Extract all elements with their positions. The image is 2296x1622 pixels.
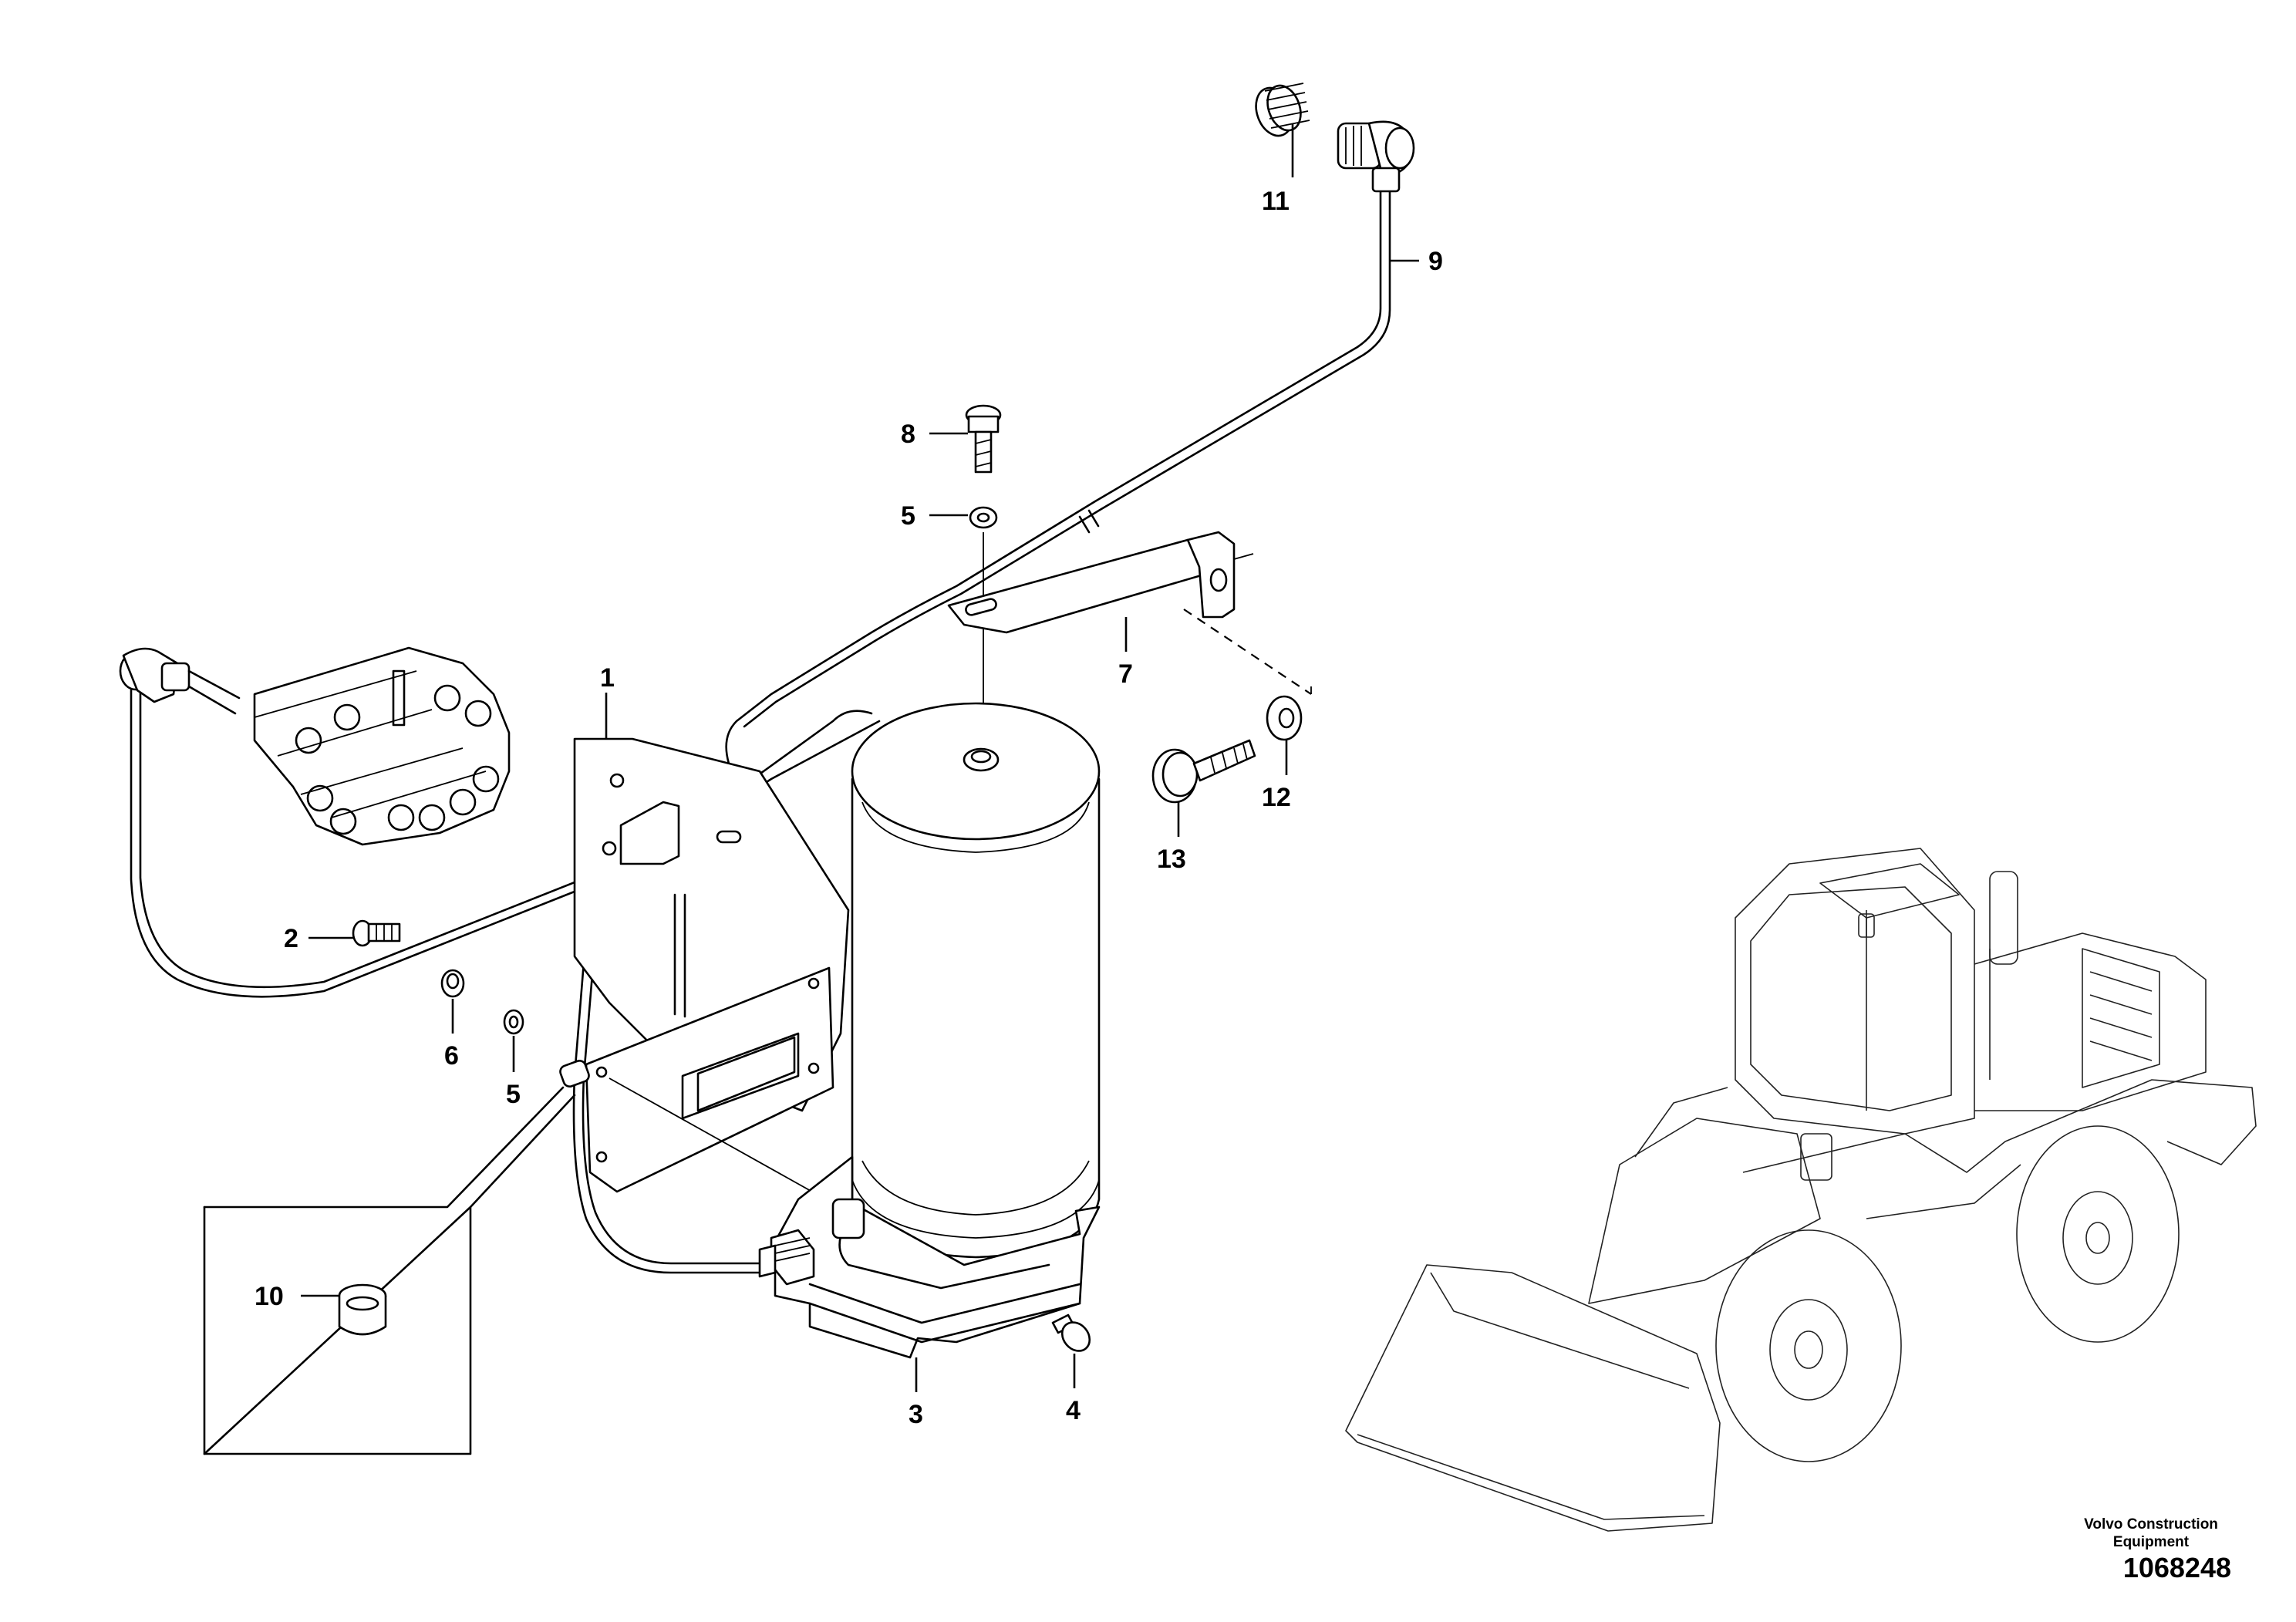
callout-10: 10: [255, 1282, 284, 1311]
washer-top: [969, 506, 998, 529]
callout-9: 9: [1428, 247, 1443, 276]
callout-5-top: 5: [901, 501, 915, 531]
callout-labels: 1 2 3 4 5 5 6 7 8 9 10 11 12 13: [255, 187, 1443, 1429]
callout-8: 8: [901, 420, 915, 449]
callout-12: 12: [1262, 783, 1291, 812]
screw-left: [352, 919, 401, 947]
callout-1: 1: [600, 663, 615, 693]
callout-2: 2: [284, 924, 298, 953]
bolt-top: [965, 404, 1002, 474]
callout-4: 4: [1066, 1396, 1081, 1425]
brand-line-1: Volvo Construction: [2084, 1516, 2218, 1533]
detail-box: [203, 1086, 576, 1455]
brand-label: Volvo Construction Equipment: [2066, 1516, 2236, 1551]
washer-side: [1266, 695, 1303, 741]
wheel-loader-illustration: [1345, 848, 2257, 1532]
cable-clip: [559, 1059, 590, 1088]
screw-bottom: [1051, 1313, 1091, 1352]
distributor-block: [119, 646, 511, 846]
bolt-side: [1151, 739, 1256, 804]
bracket: [947, 531, 1236, 634]
nut-left: [440, 969, 465, 998]
callout-11: 11: [1262, 187, 1290, 216]
callout-7: 7: [1118, 659, 1133, 689]
connector-cap: [1255, 83, 1310, 137]
washer-left: [503, 1009, 524, 1035]
callout-3: 3: [909, 1400, 923, 1429]
reservoir-tank: [851, 702, 1101, 1259]
callout-5-left: 5: [506, 1080, 521, 1109]
callout-6: 6: [444, 1041, 459, 1071]
brand-line-2: Equipment: [2112, 1534, 2190, 1550]
pump-unit: [758, 1155, 1101, 1359]
leader-lines: [301, 123, 1419, 1392]
angle-connector: [1337, 120, 1415, 193]
document-number: 1068248: [2122, 1552, 2231, 1583]
callout-13: 13: [1157, 845, 1186, 874]
mounting-plate: [573, 737, 1027, 1312]
